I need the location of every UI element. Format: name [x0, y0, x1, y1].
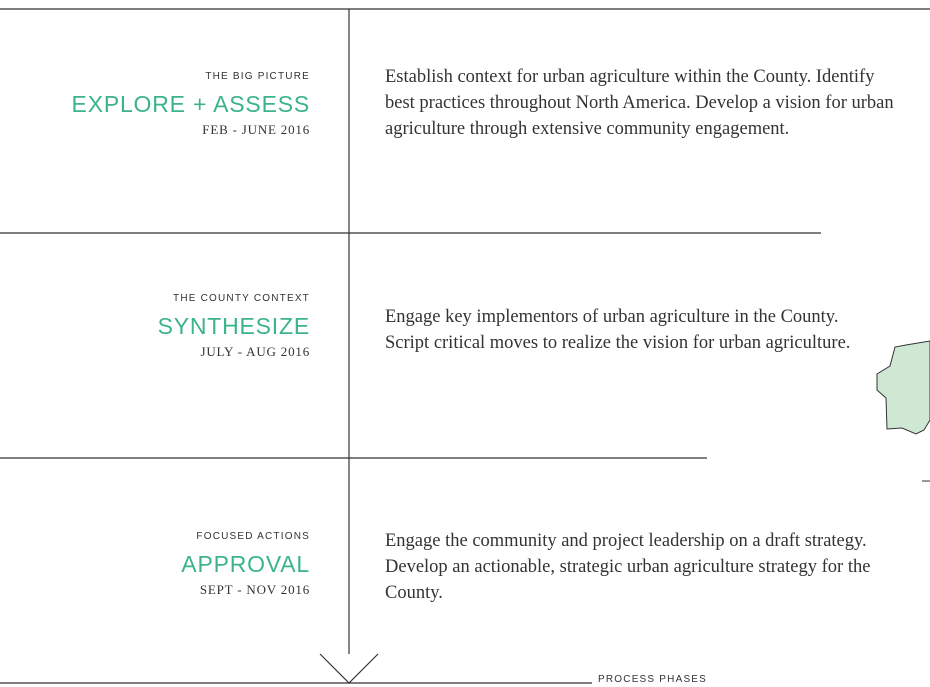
footer-label: Process Phases: [598, 674, 708, 685]
phase-2-description: Engage key implementors of urban agricul…: [385, 307, 851, 353]
phase-kicker: The County Context: [173, 293, 310, 304]
phase-kicker: Focused Actions: [196, 531, 310, 542]
phase-title: APPROVAL: [181, 551, 310, 577]
county-map-fragment: [876, 340, 930, 435]
phase-title: EXPLORE + ASSESS: [71, 91, 310, 117]
phase-1-header: The Big Picture EXPLORE + ASSESS FEB - J…: [20, 70, 310, 139]
phase-dates: FEB - JUNE 2016: [202, 122, 310, 137]
phase-title: SYNTHESIZE: [157, 313, 310, 339]
timeline-arrowhead: [319, 653, 379, 684]
phase-dates: JULY - AUG 2016: [200, 344, 310, 359]
phase-kicker: The Big Picture: [205, 71, 310, 82]
phase-3-header: Focused Actions APPROVAL SEPT - NOV 2016: [20, 530, 310, 599]
phase-1-description: Establish context for urban agriculture …: [385, 67, 894, 139]
phase-2-header: The County Context SYNTHESIZE JULY - AUG…: [20, 292, 310, 361]
phase-3-description: Engage the community and project leaders…: [385, 531, 871, 603]
phase-dates: SEPT - NOV 2016: [199, 582, 310, 597]
